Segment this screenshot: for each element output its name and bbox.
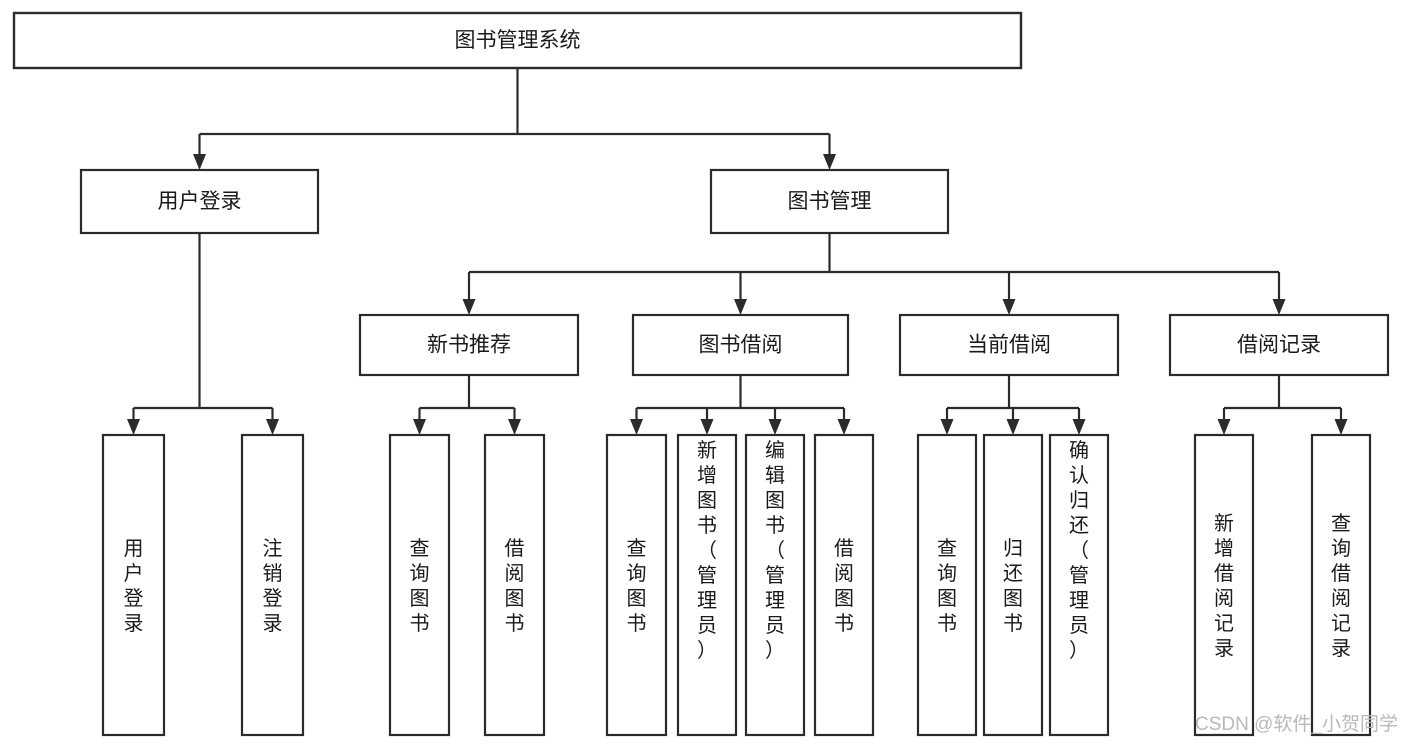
connector-layer xyxy=(127,68,1348,435)
arrow-head-icon xyxy=(700,419,714,435)
node-box[interactable] xyxy=(1193,433,1255,737)
arrow-head-icon xyxy=(1272,299,1286,315)
node-leaf-logout[interactable]: 注销登录 xyxy=(240,433,305,737)
watermark-label: CSDN @软件_小贺同学 xyxy=(1195,713,1398,735)
node-user-login[interactable]: 用户登录 xyxy=(79,168,320,235)
arrow-head-icon xyxy=(1217,419,1231,435)
node-label: 归还图书 xyxy=(1003,537,1023,635)
node-label: 用户登录 xyxy=(124,538,144,635)
node-leaf-query-book[interactable]: 查询图书 xyxy=(605,433,668,737)
node-book-management[interactable]: 图书管理 xyxy=(709,168,950,235)
node-book-borrow[interactable]: 图书借阅 xyxy=(631,313,850,377)
node-borrow-record[interactable]: 借阅记录 xyxy=(1168,313,1390,377)
node-label: 借阅记录 xyxy=(1237,334,1321,357)
connector-group-current-borrow xyxy=(940,375,1086,435)
arrow-head-icon xyxy=(1072,419,1086,435)
node-label: 图书借阅 xyxy=(699,334,783,357)
arrow-head-icon xyxy=(940,419,954,435)
node-layer: 图书管理系统用户登录图书管理新书推荐图书借阅当前借阅借阅记录用户登录注销登录查询… xyxy=(12,11,1390,737)
node-box[interactable] xyxy=(676,433,738,737)
arrow-head-icon xyxy=(1006,419,1020,435)
node-label: 确认归还（管理员） xyxy=(1069,439,1089,662)
node-box[interactable] xyxy=(1310,433,1372,737)
arrow-head-icon xyxy=(630,419,643,435)
arrow-head-icon xyxy=(266,419,279,435)
node-box[interactable] xyxy=(1168,313,1390,377)
node-leaf-borrow-book-recommend[interactable]: 借阅图书 xyxy=(483,433,546,737)
node-box[interactable] xyxy=(388,433,451,737)
node-label: 借阅图书 xyxy=(834,537,854,635)
node-box[interactable] xyxy=(631,313,850,377)
node-leaf-query-book-recommend[interactable]: 查询图书 xyxy=(388,433,451,737)
arrow-head-icon xyxy=(127,419,140,435)
node-label: 编辑图书（管理员） xyxy=(765,439,785,662)
node-leaf-user-login[interactable]: 用户登录 xyxy=(101,433,166,737)
node-label: 查询图书 xyxy=(937,537,957,635)
node-box[interactable] xyxy=(358,313,580,377)
connector-group-borrow-record xyxy=(1217,375,1348,435)
node-current-borrow[interactable]: 当前借阅 xyxy=(898,313,1120,377)
node-box[interactable] xyxy=(1048,433,1110,737)
node-box[interactable] xyxy=(605,433,668,737)
node-box[interactable] xyxy=(813,433,875,737)
node-leaf-add-borrow-record[interactable]: 新增借阅记录 xyxy=(1193,433,1255,737)
node-box[interactable] xyxy=(916,433,978,737)
connector-group-root xyxy=(193,68,836,170)
node-box[interactable] xyxy=(79,168,320,235)
node-label: 查询图书 xyxy=(410,537,430,635)
arrow-head-icon xyxy=(1002,299,1016,315)
arrow-head-icon xyxy=(734,299,747,315)
arrow-head-icon xyxy=(768,419,782,435)
node-leaf-query-book-current[interactable]: 查询图书 xyxy=(916,433,978,737)
arrow-head-icon xyxy=(823,154,836,170)
node-label: 新书推荐 xyxy=(427,334,511,357)
node-label: 注销登录 xyxy=(263,537,283,635)
node-box[interactable] xyxy=(483,433,546,737)
node-label: 图书管理 xyxy=(788,190,872,213)
node-root[interactable]: 图书管理系统 xyxy=(12,11,1023,70)
node-label: 用户登录 xyxy=(158,190,242,213)
arrow-head-icon xyxy=(413,419,426,435)
node-label: 新增借阅记录 xyxy=(1214,512,1234,660)
arrow-head-icon xyxy=(462,299,476,315)
node-box[interactable] xyxy=(898,313,1120,377)
node-label: 新增图书（管理员） xyxy=(697,439,717,662)
node-label: 当前借阅 xyxy=(967,334,1051,357)
arrow-head-icon xyxy=(508,419,521,435)
connector-group-new-book-recommend xyxy=(413,375,521,435)
node-leaf-edit-book-admin[interactable]: 编辑图书（管理员） xyxy=(744,433,806,737)
arrow-head-icon xyxy=(1334,419,1348,435)
arrow-head-icon xyxy=(837,419,851,435)
node-leaf-add-book-admin[interactable]: 新增图书（管理员） xyxy=(676,433,738,737)
node-leaf-query-borrow-record[interactable]: 查询借阅记录 xyxy=(1310,433,1372,737)
node-leaf-return-book[interactable]: 归还图书 xyxy=(982,433,1044,737)
node-box[interactable] xyxy=(744,433,806,737)
node-box[interactable] xyxy=(240,433,305,737)
node-box[interactable] xyxy=(101,433,166,737)
node-box[interactable] xyxy=(12,11,1023,70)
connector-group-book-borrow xyxy=(630,375,851,435)
connector-group-book-management xyxy=(462,233,1286,315)
node-new-book-recommend[interactable]: 新书推荐 xyxy=(358,313,580,377)
node-label: 借阅图书 xyxy=(505,537,525,635)
node-label: 查询借阅记录 xyxy=(1331,512,1351,660)
node-label: 图书管理系统 xyxy=(455,29,581,52)
arrow-head-icon xyxy=(193,154,206,170)
connector-group-user-login xyxy=(127,233,279,435)
node-leaf-borrow-book[interactable]: 借阅图书 xyxy=(813,433,875,737)
node-label: 查询图书 xyxy=(627,537,647,635)
node-leaf-confirm-return-admin[interactable]: 确认归还（管理员） xyxy=(1048,433,1110,737)
node-box[interactable] xyxy=(709,168,950,235)
node-box[interactable] xyxy=(982,433,1044,737)
